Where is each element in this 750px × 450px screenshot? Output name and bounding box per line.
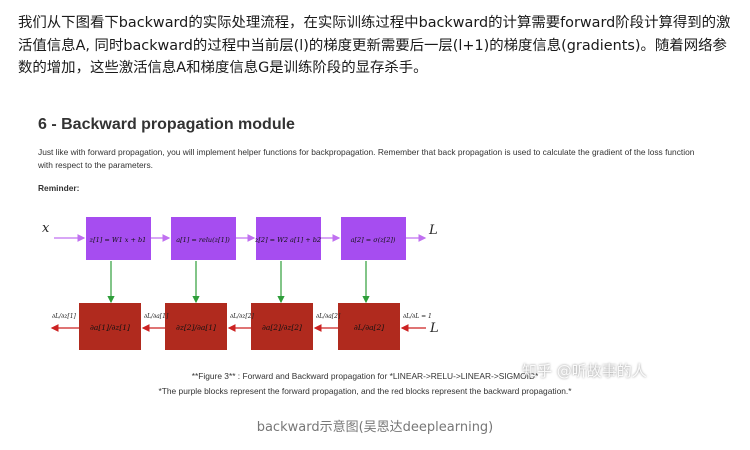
backward-block-2 bbox=[165, 303, 227, 350]
forward-output-label: L bbox=[428, 223, 438, 238]
grad-label-start: ∂L/∂L = 1 bbox=[403, 313, 432, 320]
backward-block-2-label: ∂z[2]/∂a[1] bbox=[176, 323, 216, 332]
grad-label-da2: ∂L/∂a[2] bbox=[316, 313, 341, 320]
backward-block-4 bbox=[338, 303, 400, 350]
forward-block-1 bbox=[86, 217, 151, 260]
backward-block-3 bbox=[251, 303, 313, 350]
forward-block-2 bbox=[171, 217, 236, 260]
forward-block-3-label: z[2] = W2 a[1] + b2 bbox=[254, 236, 321, 244]
grad-label-dz2: ∂L/∂z[2] bbox=[230, 313, 255, 320]
figure-caption-line2: *The purple blocks represent the forward… bbox=[158, 386, 572, 396]
backward-block-3-label: ∂a[2]/∂z[2] bbox=[262, 323, 302, 332]
watermark: 知乎 @听故事的人 bbox=[522, 362, 647, 380]
figure-reminder: Reminder: bbox=[38, 183, 80, 193]
forward-block-3 bbox=[256, 217, 321, 260]
forward-block-1-label: z[1] = W1 x + b1 bbox=[89, 236, 147, 244]
grad-label-da1: ∂L/∂a[1] bbox=[144, 313, 169, 320]
article-paragraph: 我们从下图看下backward的实际处理流程，在实际训练过程中backward的… bbox=[18, 15, 731, 76]
backward-block-1 bbox=[79, 303, 141, 350]
forward-block-4-label: a[2] = σ(z[2]) bbox=[351, 236, 396, 244]
input-x-label: x bbox=[42, 221, 50, 236]
figure-intro: Just like with forward propagation, you … bbox=[38, 147, 695, 170]
forward-block-2-label: a[1] = relu(z[1]) bbox=[176, 236, 230, 244]
forward-block-4 bbox=[341, 217, 406, 260]
propagation-diagram: x z[1] = W1 x + b1 a[1] = relu(z[1]) z[2… bbox=[42, 217, 439, 350]
image-caption: backward示意图(吴恩达deeplearning) bbox=[256, 420, 494, 435]
backward-output-label: L bbox=[429, 321, 439, 336]
figure-image: 6 - Backward propagation module Just lik… bbox=[20, 104, 710, 410]
backward-block-4-label: ∂L/∂a[2] bbox=[354, 323, 384, 332]
figure-title: 6 - Backward propagation module bbox=[38, 116, 295, 133]
grad-label-dz1: ∂L/∂z[1] bbox=[52, 313, 77, 320]
figure-caption-line1: **Figure 3** : Forward and Backward prop… bbox=[191, 371, 539, 381]
backward-block-1-label: ∂a[1]/∂z[1] bbox=[90, 323, 130, 332]
